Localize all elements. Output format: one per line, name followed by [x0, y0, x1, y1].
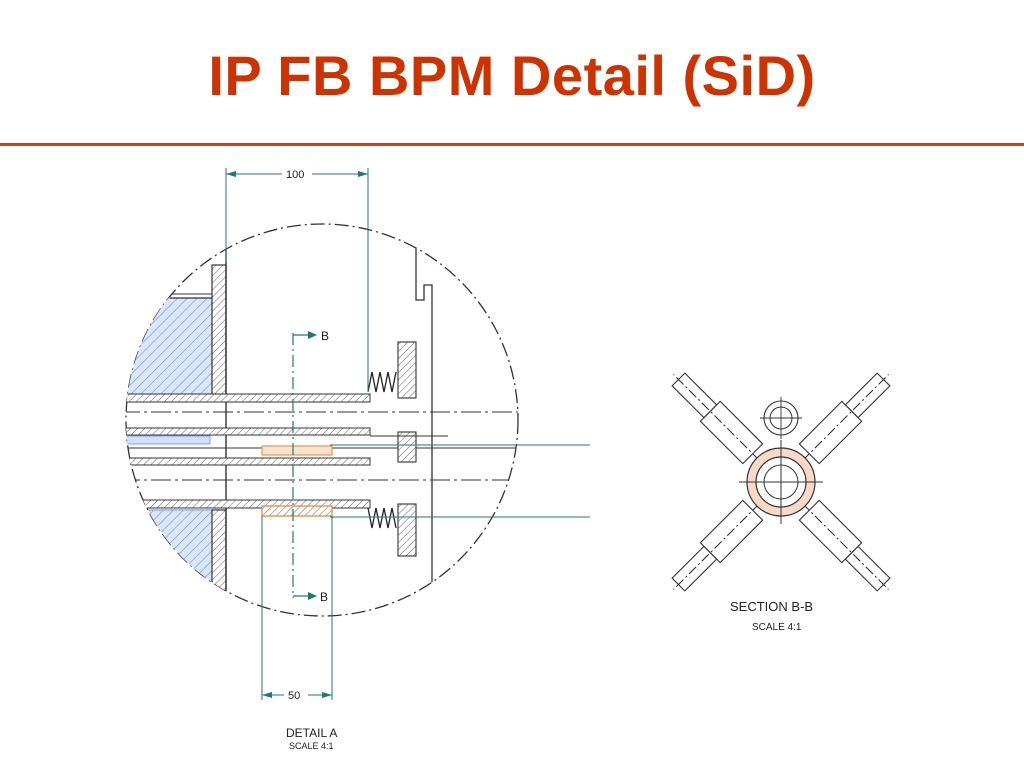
dimension-100: [225, 168, 369, 392]
section-cut-line: [292, 331, 317, 600]
flange-wall-lower: [211, 509, 227, 616]
left-hatched-region-top: [126, 297, 213, 395]
dimension-100-label: 100: [286, 169, 304, 181]
section-b-b: SECTION B-B SCALE 4:1: [671, 372, 891, 633]
slide-title: IP FB BPM Detail (SiD): [208, 44, 816, 107]
dimension-50: [261, 516, 333, 700]
title-divider: [0, 143, 1024, 146]
pipe-upper-wall: [126, 393, 371, 403]
detail-a-body: [126, 240, 518, 616]
section-mark-bottom: B: [320, 590, 328, 604]
dimension-50-label: 50: [288, 690, 300, 702]
electrode-top: [261, 445, 333, 456]
inner-tube-bottom: [126, 457, 371, 466]
feedthrough-block: [397, 431, 417, 463]
section-bb-scale: SCALE 4:1: [752, 622, 802, 633]
detail-boundary: [125, 223, 519, 617]
electrode-bottom: [261, 505, 333, 517]
left-hatched-region-bottom: [126, 509, 213, 611]
detail-a: B B 100 50 DETAIL A SCALE 4:1: [125, 168, 590, 751]
section-mark-top: B: [321, 329, 329, 343]
detail-a-caption: DETAIL A: [286, 726, 337, 740]
feedthrough-arms: [671, 372, 891, 592]
inner-tube-top: [126, 427, 371, 436]
detail-a-scale: SCALE 4:1: [289, 741, 334, 751]
pipe-lower-wall: [126, 499, 371, 509]
flange-wall: [211, 264, 227, 401]
section-bb-caption: SECTION B-B: [730, 599, 813, 614]
bellows-top: [367, 341, 417, 399]
bellows-bottom: [367, 503, 417, 557]
right-plate: [415, 240, 433, 616]
left-blue-strip: [126, 435, 211, 445]
